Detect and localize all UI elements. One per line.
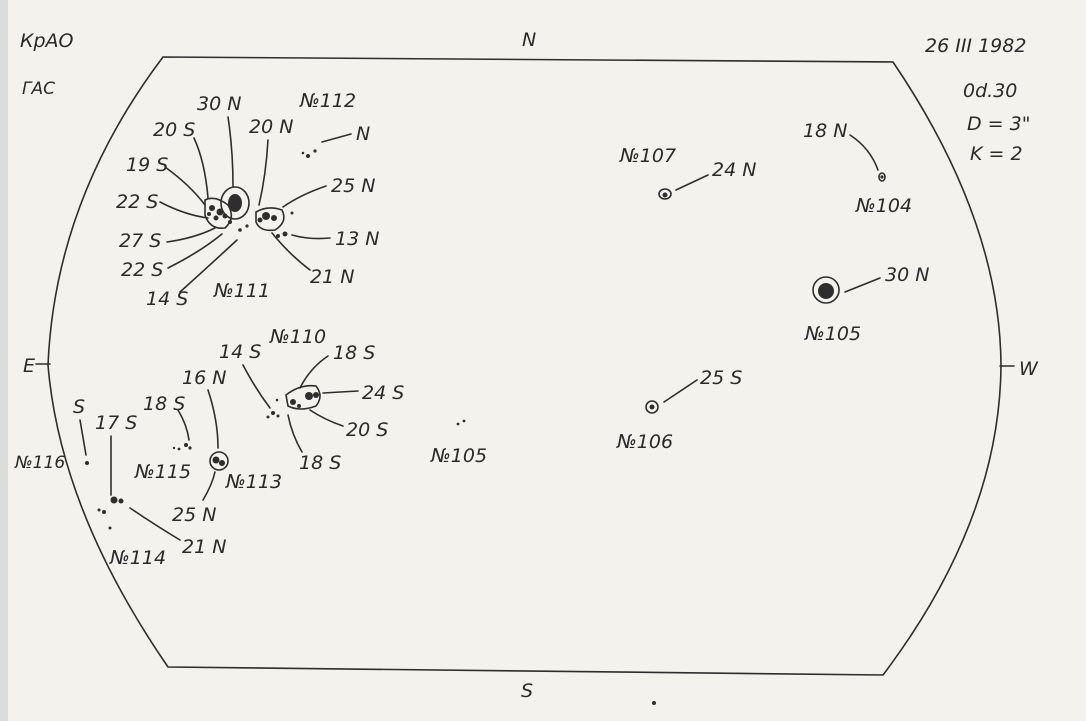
group-114-label-17S: 17 S — [95, 412, 137, 434]
group-111-label-22S-upper: 22 S — [116, 191, 158, 213]
group-114-number: №114 — [109, 547, 166, 569]
group-105-west-number: №105 — [804, 323, 861, 345]
group-110-leader-14S — [242, 364, 271, 409]
solar-disk-outline — [47, 56, 1002, 676]
group-113-number: №113 — [225, 471, 282, 493]
group-105-west-spot — [812, 276, 840, 304]
group-111-leader-22S-lower — [167, 233, 223, 269]
group-107-label-24N: 24 N — [712, 159, 756, 181]
direction-south: S — [521, 680, 533, 702]
group-111-leader-20N — [258, 139, 269, 206]
diameter-label: D = 3" — [967, 113, 1030, 135]
group-116-label-S: S — [73, 396, 85, 418]
group-111-spots — [204, 186, 294, 238]
group-113-label-16N: 16 N — [182, 367, 226, 389]
group-115-spots — [172, 443, 192, 451]
group-111-leader-27S — [166, 227, 216, 243]
stray-mark — [652, 701, 656, 705]
group-111-leader-19S — [164, 166, 206, 206]
group-111-label-30N: 30 N — [197, 93, 241, 115]
group-110-label-14S: 14 S — [219, 341, 261, 363]
group-110-label-20S: 20 S — [346, 419, 388, 441]
group-111-leader-30N — [227, 116, 234, 187]
group-116-number: №116 — [14, 453, 65, 473]
instrument-label: ГАС — [22, 79, 55, 99]
time-label: 0d.30 — [963, 80, 1017, 102]
group-104-label-18N: 18 N — [803, 120, 847, 142]
group-112-leader — [321, 133, 352, 143]
group-116-spot — [85, 461, 89, 465]
group-111-label-13N: 13 N — [335, 228, 379, 250]
group-113-leader-16N — [207, 389, 219, 449]
group-110-number: №110 — [269, 326, 326, 348]
observatory-label: КрАО — [20, 30, 74, 52]
group-104-spot — [878, 172, 886, 182]
group-105-centre-spots — [456, 419, 466, 426]
group-111-label-20S: 20 S — [153, 119, 195, 141]
group-110-label-18S-bottom: 18 S — [299, 452, 341, 474]
date-label: 26 III 1982 — [925, 35, 1026, 57]
group-111-leader-25N — [282, 185, 327, 208]
group-110-label-18S-top: 18 S — [333, 342, 375, 364]
group-111-label-25N: 25 N — [331, 175, 375, 197]
group-111-leader-21N — [271, 232, 311, 271]
group-111-leader-22S-upper — [159, 201, 209, 219]
group-111-label-20N: 20 N — [249, 116, 293, 138]
group-110-spots — [266, 384, 321, 419]
group-104-number: №104 — [855, 195, 912, 217]
group-107-number: №107 — [619, 145, 676, 167]
group-105-west-leader — [844, 277, 881, 293]
group-110-label-24S: 24 S — [362, 382, 404, 404]
group-110-leader-20S — [309, 409, 344, 427]
group-114-leader-21N — [129, 507, 181, 541]
group-113-spot — [209, 451, 229, 471]
group-111-leader-20S — [193, 137, 209, 199]
group-112-label-N: N — [356, 123, 370, 145]
group-111-label-21N: 21 N — [310, 266, 354, 288]
group-111-label-14S: 14 S — [146, 288, 188, 310]
page-edge-shadow — [0, 0, 8, 721]
group-111-label-19S: 19 S — [126, 154, 168, 176]
group-104-leader — [849, 134, 879, 171]
group-114-spots — [97, 496, 124, 530]
group-107-leader — [675, 174, 709, 191]
group-115-leader — [177, 409, 190, 441]
coefficient-label: K = 2 — [970, 143, 1023, 165]
group-112-spots — [301, 149, 317, 158]
group-106-number: №106 — [616, 431, 673, 453]
group-107-spot — [658, 188, 672, 200]
group-114-label-21N: 21 N — [182, 536, 226, 558]
group-113-leader-25N — [202, 471, 216, 501]
group-111-number: №111 — [213, 280, 270, 302]
group-113-label-25N: 25 N — [172, 504, 216, 526]
group-105-centre-number: №105 — [430, 445, 487, 467]
group-110-leader-24S — [322, 390, 359, 394]
group-111-leader-14S — [179, 239, 238, 293]
group-111-leader-13N — [291, 234, 331, 240]
group-110-leader-18S-top — [299, 355, 329, 389]
group-105-west-label-30N: 30 N — [885, 264, 929, 286]
direction-west: W — [1019, 358, 1039, 380]
group-111-label-27S: 27 S — [119, 230, 161, 252]
group-112-number: №112 — [299, 90, 356, 112]
group-106-leader — [663, 379, 698, 403]
group-116-leader — [79, 419, 87, 456]
group-115-label-18S: 18 S — [143, 393, 185, 415]
group-106-label-25S: 25 S — [700, 367, 742, 389]
group-110-leader-18S-bottom — [287, 414, 303, 453]
direction-east: E — [23, 355, 35, 377]
group-106-spot — [645, 400, 659, 414]
group-115-number: №115 — [134, 461, 191, 483]
group-111-label-22S-lower: 22 S — [121, 259, 163, 281]
direction-north: N — [522, 29, 536, 51]
